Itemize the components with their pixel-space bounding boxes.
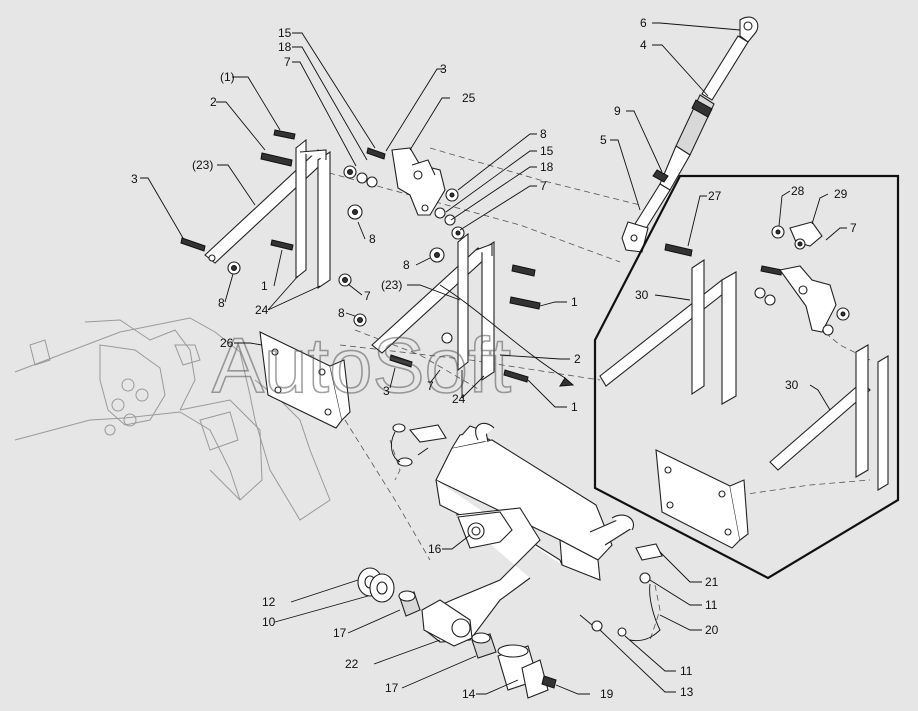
callout-8: 8 [369,232,376,246]
side-plate-24-upper-b [317,150,331,290]
callout-17: 17 [333,626,347,640]
bolt-1-mid-upper [511,264,536,277]
callout-3: 3 [131,172,138,186]
bolt-2 [260,152,293,167]
callout-18: 18 [540,160,554,174]
side-plate-24-upper-a [295,138,307,280]
callout-26: 26 [220,336,234,350]
callout-18: 18 [278,40,292,54]
callout-17: 17 [385,681,399,695]
top-link-assembly [621,16,759,253]
mounting-plate-inset [655,449,741,549]
callout-20: 20 [705,623,719,637]
callout-24: 24 [255,303,269,317]
bolt-3-mid [389,354,413,368]
callout-22: 22 [345,657,359,671]
plate-30-c [855,344,869,478]
callout-7: 7 [850,221,857,235]
callout-25: 25 [462,91,476,105]
callout-8: 8 [338,306,345,320]
side-plate-24-lower-a [457,232,469,372]
drawbar-frame [424,422,634,643]
callout-10: 10 [262,615,276,629]
callout-8: 8 [540,127,547,141]
callout-2: 2 [574,352,581,366]
bolt-19 [541,675,557,689]
callout-11: 11 [705,598,718,612]
pin-9 [652,169,669,183]
detail-arrow [439,284,575,387]
left-upper-assembly [180,129,386,290]
swing-arm-22 [421,599,473,647]
clip-upper-left [408,424,447,443]
callout-24: 24 [452,392,466,406]
callout-19: 19 [600,687,614,701]
clips-and-pins [390,423,663,642]
detail-inset [593,174,900,580]
callout-29: 29 [834,187,848,201]
callout-1: 1 [571,400,578,414]
callout-6: 6 [640,16,647,30]
bolt-1-left [270,239,294,251]
callout-2: 2 [210,95,217,109]
callout-30: 30 [635,288,649,302]
threaded-rod-4 [701,35,749,101]
callout-15: 15 [278,26,292,40]
bolt-3-top [366,147,386,160]
callout-5: 5 [600,133,607,147]
tractor-frame-ghost [14,317,331,521]
link-bar-30-lower [769,381,871,471]
callout-7: 7 [284,55,291,69]
plate-30-d [877,355,889,491]
callout-13: 13 [680,685,694,699]
plate-30-b [721,271,737,405]
callout-7: 7 [427,379,434,393]
callout-4: 4 [640,38,647,52]
washers-bushings [357,567,497,659]
callout-8: 8 [403,258,410,272]
leader-lines [140,22,847,695]
callout-12: 12 [262,595,276,609]
callout-1-paren: (1) [220,70,235,84]
bolt-1-mid-lower [503,369,529,383]
callout-16: 16 [428,542,442,556]
mounting-plate-26 [259,331,351,429]
callout-labels: 15 18 7 3 25 (1) 2 (23) 3 8 8 1 24 7 8 1… [131,16,857,701]
callout-7: 7 [364,289,371,303]
link-bar-23-upper [204,149,329,264]
callout-21: 21 [705,575,719,589]
callout-7: 7 [540,179,547,193]
callout-15: 15 [540,144,554,158]
callout-23-paren: (23) [192,158,213,172]
pin-14-assembly [497,644,557,699]
clip-21 [635,543,663,561]
bolt-1-mid [509,296,541,310]
callout-11: 11 [680,664,693,678]
callout-27: 27 [708,189,722,203]
callout-1: 1 [261,279,268,293]
callout-8: 8 [218,296,225,310]
callout-1: 1 [571,295,578,309]
callout-14: 14 [462,687,476,701]
bolt-3-left [180,237,206,252]
callout-23-paren: (23) [381,278,402,292]
bolt-1p [273,129,296,140]
callout-28: 28 [791,184,805,198]
bolt-27 [664,243,693,257]
hardware-right-of-25 [434,188,465,240]
callout-30: 30 [785,378,799,392]
bracket-25 [391,147,446,216]
callout-3: 3 [440,62,447,76]
callout-9: 9 [614,104,621,118]
watermark: AutoSoft [212,321,512,409]
callout-3: 3 [383,384,390,398]
plate-30-a [691,258,705,396]
middle-assembly [353,232,541,383]
